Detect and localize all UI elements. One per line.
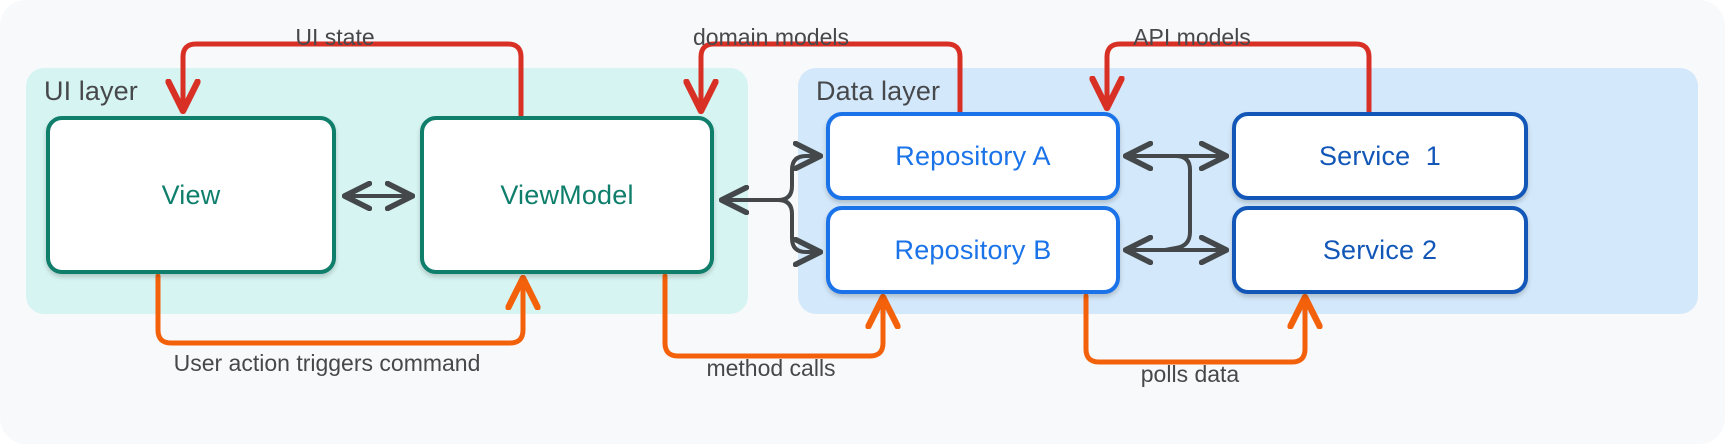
edge-label-method-calls: method calls: [706, 355, 836, 381]
node-view-label: View: [161, 179, 221, 210]
edge-label-api-models: API models: [1133, 24, 1251, 50]
edge-label-polls-data: polls data: [1140, 361, 1240, 387]
node-service-1[interactable]: Service 1: [1232, 112, 1528, 200]
node-repository-b[interactable]: Repository B: [826, 206, 1120, 294]
node-service-2[interactable]: Service 2: [1232, 206, 1528, 294]
node-repository-a[interactable]: Repository A: [826, 112, 1120, 200]
edge-label-ui-state: UI state: [295, 24, 375, 50]
node-repository-b-label: Repository B: [894, 234, 1052, 265]
ui-layer-title: UI layer: [44, 76, 138, 106]
node-repository-a-label: Repository A: [895, 140, 1051, 171]
data-layer-title: Data layer: [816, 76, 941, 106]
edge-label-user-action: User action triggers command: [173, 350, 481, 376]
node-service-1-label: Service 1: [1318, 140, 1442, 171]
edge-label-domain-models: domain models: [693, 24, 849, 50]
node-service-2-label: Service 2: [1322, 234, 1438, 265]
node-view[interactable]: View: [46, 116, 336, 274]
node-viewmodel-label: ViewModel: [500, 179, 634, 210]
node-viewmodel[interactable]: ViewModel: [420, 116, 714, 274]
